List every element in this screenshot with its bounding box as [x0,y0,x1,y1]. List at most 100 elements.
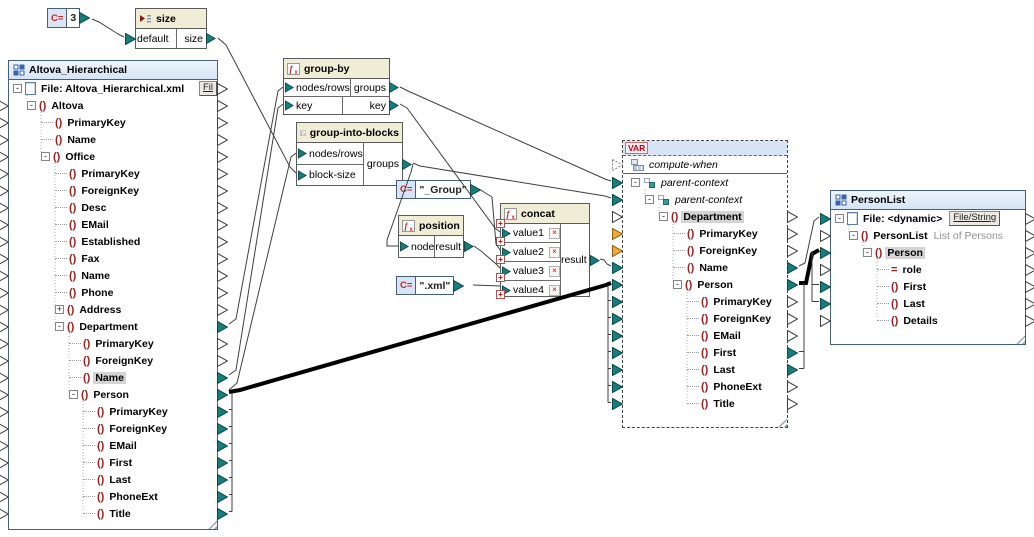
output-connector[interactable] [1025,263,1034,276]
node-label[interactable]: ForeignKey [81,184,140,197]
tree-expander[interactable]: - [631,178,640,187]
input-connector[interactable] [0,491,9,503]
input-connector[interactable] [285,82,294,93]
node-label[interactable]: Office [65,150,96,163]
node-label[interactable]: Details [903,314,938,327]
output-connector[interactable] [787,312,798,325]
input-connector[interactable] [125,32,136,45]
node-label[interactable]: ForeignKey [699,244,758,257]
output-connector[interactable] [217,303,228,316]
constant-xml-suffix[interactable]: C= ".xml" [396,276,465,295]
tree-row[interactable]: Name [0,369,228,386]
input-connector[interactable] [612,210,623,223]
tree-row[interactable]: ForeignKey [0,182,228,199]
node-label[interactable]: First [713,346,737,359]
output-connector[interactable] [217,388,228,401]
output-connector[interactable] [217,269,228,282]
delete-parameter-icon[interactable] [548,246,560,258]
node-label[interactable]: Name [81,269,110,282]
input-connector[interactable] [0,185,9,197]
tree-row[interactable]: PrimaryKey [612,225,798,242]
output-connector[interactable] [217,133,228,146]
add-parameter-icon[interactable] [496,255,505,264]
tree-row[interactable]: First [0,454,228,471]
output-connector[interactable] [217,167,228,180]
tree-row[interactable]: - PersonList List of Persons [820,227,1034,244]
output-connector[interactable] [787,346,798,359]
input-connector[interactable] [820,229,831,242]
output-connector[interactable] [469,183,481,196]
tree-row[interactable]: - Person [820,244,1034,261]
output-connector[interactable] [217,218,228,231]
ladder-var-person-children[interactable] [607,285,611,403]
input-connector[interactable] [0,355,9,367]
tree-row[interactable]: EMail [612,327,798,344]
conn-constxml-to-concat-value4[interactable] [472,284,501,287]
output-connector[interactable] [217,99,228,112]
resize-grip[interactable] [207,519,217,529]
output-connector[interactable] [206,33,216,44]
input-connector[interactable] [612,346,623,359]
tree-expander[interactable]: + [55,304,64,314]
output-connector[interactable] [217,337,228,350]
node-label[interactable]: File: <dynamic> [863,212,943,225]
input-connector[interactable] [612,227,623,240]
tree-row[interactable]: Last [0,471,228,488]
source-header[interactable]: Altova_Hierarchical [9,61,217,80]
input-connector[interactable] [820,263,831,276]
node-label[interactable]: ForeignKey [95,354,154,367]
tree-expander[interactable]: - [27,101,36,110]
delete-parameter-icon[interactable] [548,284,560,296]
node-label[interactable]: ForeignKey [109,422,168,435]
function-concat[interactable]: fx concat value1 value2 value3 value4 re… [496,203,600,299]
output-connector[interactable] [787,380,798,393]
node-label[interactable]: compute-when [649,158,718,171]
output-connector[interactable] [787,210,798,223]
input-connector[interactable] [612,329,623,342]
node-label[interactable]: ForeignKey [713,312,772,325]
input-connector[interactable] [0,253,9,265]
tree-row[interactable]: First [612,344,798,361]
input-connector[interactable] [612,380,623,393]
node-label[interactable]: EMail [81,218,109,231]
input-connector[interactable] [0,457,9,469]
resize-grip[interactable] [777,417,787,427]
tree-row[interactable]: ForeignKey [612,242,798,259]
output-connector[interactable] [217,371,228,384]
tree-row[interactable]: - Department [0,318,228,335]
tree-row[interactable]: Name [0,131,228,148]
node-label[interactable]: Name [699,261,728,274]
node-label[interactable]: parent-context [675,193,743,206]
tree-row[interactable]: Title [612,395,798,412]
output-connector[interactable] [217,235,228,248]
input-connector[interactable] [502,227,511,239]
node-label[interactable]: Name [67,133,96,146]
output-connector[interactable] [389,82,399,93]
tree-row[interactable]: Last [612,361,798,378]
conn-var-person-to-personlist-person-copyall[interactable] [799,248,820,285]
input-connector[interactable] [820,297,831,310]
conn-var-name-to-personlist-file[interactable] [798,216,820,267]
input-connector[interactable] [0,372,9,384]
output-connector[interactable] [217,286,228,299]
tree-row[interactable]: ForeignKey [0,352,228,369]
node-label[interactable]: Last [109,473,131,486]
node-label[interactable]: EMail [109,439,137,452]
tree-row[interactable]: ForeignKey [0,420,228,437]
node-label[interactable]: Department [681,210,744,223]
ladder-var-first-last[interactable] [799,283,805,369]
node-label[interactable]: First [109,456,133,469]
tree-row[interactable]: PhoneExt [612,378,798,395]
input-connector[interactable] [612,176,623,189]
node-label[interactable]: Fax [81,252,100,265]
input-connector[interactable] [298,169,307,181]
input-connector[interactable] [0,219,9,231]
output-connector[interactable] [217,422,228,435]
target-component-personlist[interactable]: PersonList - File: <dynamic> File/String… [820,190,1034,345]
node-label[interactable]: Altova [51,99,84,112]
tree-row[interactable]: PrimaryKey [0,335,228,352]
conn-department-to-groupby-nodes[interactable] [228,86,284,325]
